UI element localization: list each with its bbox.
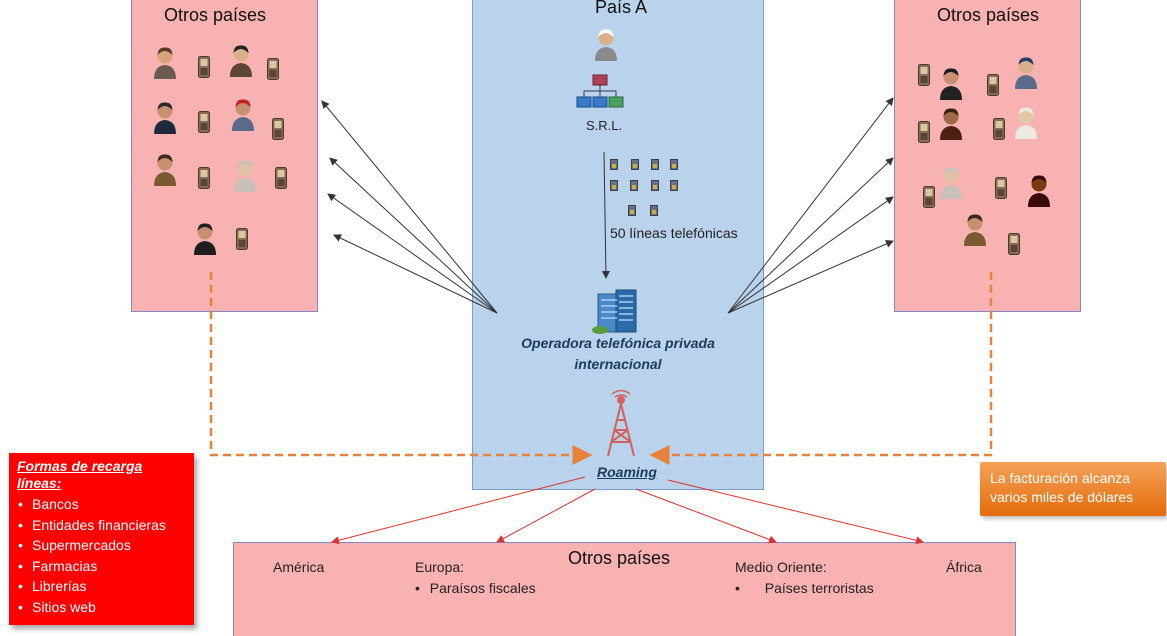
arrow-to-right-2 bbox=[727, 157, 894, 314]
arrow-srl-to-operator bbox=[601, 151, 610, 279]
operator-label-line1: Operadora telefónica privada bbox=[521, 335, 715, 351]
phone-icon bbox=[1008, 233, 1020, 255]
recharge-method-item: Supermercados bbox=[17, 535, 186, 556]
recharge-method-item: Bancos bbox=[17, 494, 186, 515]
arrow-to-left-1 bbox=[321, 100, 498, 314]
phone-icon bbox=[987, 74, 999, 96]
right-countries-panel: Otros países bbox=[894, 0, 1081, 312]
region-europe: Europa: bbox=[415, 559, 465, 575]
phone-icon bbox=[236, 228, 248, 250]
arrow-to-right-4 bbox=[727, 240, 894, 314]
person-icon bbox=[192, 221, 218, 255]
lines-label: 50 líneas telefónicas bbox=[610, 225, 738, 241]
country-a-panel: País A S.R.L. 50 líneas telefónicas Oper… bbox=[472, 0, 764, 490]
sim-card-icon bbox=[610, 178, 618, 191]
region-america: América bbox=[273, 559, 325, 575]
person-icon bbox=[938, 66, 964, 100]
arrow-to-right-1 bbox=[727, 97, 894, 314]
bullet-icon: • bbox=[735, 580, 740, 596]
recharge-method-item: Librerías bbox=[17, 576, 186, 597]
phone-icon bbox=[993, 118, 1005, 140]
billing-note-line1: La facturación alcanza bbox=[990, 470, 1131, 486]
recharge-method-item: Farmacias bbox=[17, 556, 186, 577]
arrow-roaming-to-europe bbox=[496, 488, 596, 543]
roaming-label: Roaming bbox=[597, 464, 657, 480]
phone-icon bbox=[267, 58, 279, 80]
person-icon bbox=[152, 45, 178, 79]
person-icon bbox=[1013, 55, 1039, 89]
sim-card-icon bbox=[630, 178, 638, 191]
arrow-roaming-to-africa bbox=[667, 479, 924, 545]
person-icon bbox=[230, 97, 256, 131]
phone-icon bbox=[198, 56, 210, 78]
phone-icon bbox=[198, 111, 210, 133]
phone-icon bbox=[923, 186, 935, 208]
recharge-methods-title: Formas de recarga líneas: bbox=[17, 458, 143, 491]
sim-card-icon bbox=[610, 157, 618, 170]
person-icon bbox=[232, 158, 258, 192]
sim-card-icon bbox=[628, 203, 636, 216]
person-icon bbox=[1026, 173, 1052, 207]
phone-icon bbox=[198, 167, 210, 189]
person-icon bbox=[152, 152, 178, 186]
region-europe-item: • Paraísos fiscales bbox=[415, 580, 536, 596]
region-middle-east-item: • Países terroristas bbox=[735, 580, 874, 596]
person-icon bbox=[938, 106, 964, 140]
sim-card-icon bbox=[670, 178, 678, 191]
dashed-left-to-roaming bbox=[209, 272, 593, 465]
arrow-roaming-to-america bbox=[331, 476, 586, 545]
bottom-panel-title: Otros países bbox=[568, 548, 671, 568]
person-icon bbox=[1013, 105, 1039, 139]
recharge-methods-list: BancosEntidades financierasSupermercados… bbox=[17, 494, 186, 617]
country-a-title: País A bbox=[595, 0, 648, 17]
recharge-method-item: Sitios web bbox=[17, 597, 186, 618]
bottom-countries-panel: Otros países América Europa: • Paraísos … bbox=[233, 542, 1016, 636]
middle-east-item-text: Países terroristas bbox=[764, 580, 874, 596]
phone-icon bbox=[918, 64, 930, 86]
recharge-method-item: Entidades financieras bbox=[17, 515, 186, 536]
sim-card-icon bbox=[631, 157, 639, 170]
person-icon bbox=[593, 27, 619, 61]
dashed-right-to-roaming bbox=[649, 272, 993, 465]
sim-card-icon bbox=[670, 157, 678, 170]
recharge-methods-box: Formas de recarga líneas: BancosEntidade… bbox=[9, 453, 194, 625]
arrow-roaming-to-middle-east bbox=[635, 488, 777, 544]
europe-item-text: Paraísos fiscales bbox=[429, 580, 536, 596]
person-icon bbox=[962, 212, 988, 246]
srl-label: S.R.L. bbox=[586, 118, 623, 133]
left-panel-title: Otros países bbox=[164, 5, 267, 25]
billing-note-line2: varios miles de dólares bbox=[990, 489, 1134, 505]
arrow-to-right-3 bbox=[727, 196, 894, 314]
sim-card-icon bbox=[651, 178, 659, 191]
arrow-to-left-2 bbox=[329, 157, 498, 314]
bullet-icon: • bbox=[415, 580, 420, 596]
sim-card-icon bbox=[651, 157, 659, 170]
arrow-to-left-4 bbox=[333, 234, 498, 314]
billing-note-box: La facturación alcanza varios miles de d… bbox=[980, 462, 1166, 516]
region-africa: África bbox=[946, 559, 982, 575]
right-panel-title: Otros países bbox=[937, 5, 1040, 25]
region-middle-east: Medio Oriente: bbox=[735, 559, 827, 575]
person-icon bbox=[228, 43, 254, 77]
phone-icon bbox=[272, 118, 284, 140]
sim-card-icon bbox=[650, 203, 658, 216]
operator-label-line2: internacional bbox=[574, 356, 662, 372]
phone-icon bbox=[918, 121, 930, 143]
arrow-to-left-3 bbox=[327, 193, 498, 314]
person-icon bbox=[938, 165, 964, 199]
phone-icon bbox=[275, 167, 287, 189]
person-icon bbox=[152, 100, 178, 134]
phone-icon bbox=[995, 177, 1007, 199]
